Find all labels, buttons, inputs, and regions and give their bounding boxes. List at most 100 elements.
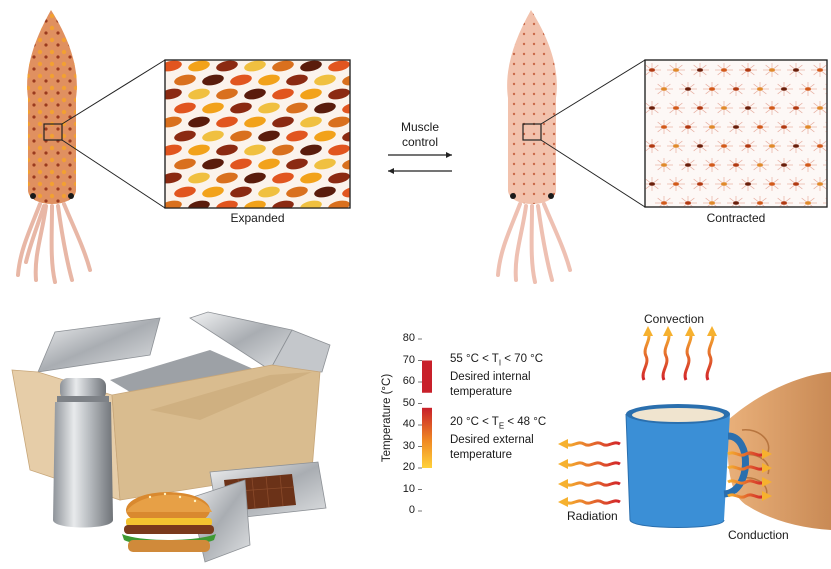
chromatophore-expanded [216, 144, 238, 156]
external-range-text: 20 °C < T [450, 416, 499, 428]
chromatophore-contracted [691, 177, 709, 191]
chromatophore-contracted [751, 82, 769, 96]
chromatophore-expanded [258, 158, 280, 170]
chromatophore-expanded [244, 116, 266, 128]
chromatophore-expanded [202, 130, 224, 142]
chromatophore-expanded [258, 130, 280, 142]
chromatophore-contracted [715, 63, 733, 77]
chromatophore-contracted [811, 177, 827, 191]
chromatophore-expanded [174, 186, 196, 198]
chromatophore-contracted [703, 196, 721, 207]
chromatophore-contracted [763, 101, 781, 115]
chromatophore-expanded [272, 116, 294, 128]
chromatophore-expanded [328, 172, 350, 184]
chromatophore-expanded [188, 172, 210, 184]
chromatophore-expanded [230, 186, 252, 198]
chromatophore-contracted [703, 158, 721, 172]
chromatophore-contracted [703, 82, 721, 96]
chromatophore-contracted [679, 158, 697, 172]
chromatophore-expanded [342, 102, 350, 114]
chromatophore-expanded [244, 60, 266, 72]
chromatophore-contracted [763, 139, 781, 153]
chromatophore-expanded [314, 130, 336, 142]
chromatophore-expanded [328, 116, 350, 128]
chromatophore-expanded [202, 74, 224, 86]
conduction-arrows [727, 449, 772, 501]
chromatophore-expanded [342, 186, 350, 198]
internal-range-tail: < 70 °C [501, 353, 544, 365]
chromatophore-expanded [174, 130, 196, 142]
contracted-label: Contracted [706, 211, 766, 225]
chromatophore-expanded [188, 60, 210, 72]
chromatophore-contracted [739, 139, 757, 153]
expanded-chromatophore-inset [164, 59, 351, 209]
chromatophore-expanded [286, 102, 308, 114]
chromatophore-expanded [300, 88, 322, 100]
chromatophore-expanded [188, 88, 210, 100]
chromatophore-contracted [763, 63, 781, 77]
temperature-axis-label: Temperature (°C) [381, 373, 393, 463]
chromatophore-expanded [258, 74, 280, 86]
chromatophore-contracted [667, 63, 685, 77]
chromatophore-contracted [739, 177, 757, 191]
chromatophore-expanded [342, 74, 350, 86]
convection-arrows [641, 326, 717, 381]
muscle-control-arrows [388, 152, 452, 174]
chromatophore-expanded [272, 88, 294, 100]
chromatophore-contracted [679, 120, 697, 134]
chromatophore-expanded [286, 74, 308, 86]
chromatophore-expanded [230, 130, 252, 142]
chromatophore-contracted [739, 101, 757, 115]
chromatophore-expanded [188, 116, 210, 128]
squid-contracted-illustration [496, 10, 572, 284]
chromatophore-contracted [691, 63, 709, 77]
chromatophore-contracted [751, 158, 769, 172]
internal-desc-line2: temperature [450, 386, 513, 399]
chromatophore-contracted [667, 177, 685, 191]
chromatophore-contracted [645, 63, 661, 77]
chromatophore-contracted [727, 158, 745, 172]
chromatophore-expanded [300, 172, 322, 184]
temperature-tick-label: 60 [402, 375, 415, 387]
chromatophore-contracted [727, 196, 745, 207]
chromatophore-contracted [645, 139, 661, 153]
chromatophore-expanded [244, 88, 266, 100]
chromatophore-contracted [655, 82, 673, 96]
chromatophore-expanded [230, 74, 252, 86]
chromatophore-contracted [799, 158, 817, 172]
muscle-control-line1: Muscle [400, 120, 439, 134]
chromatophore-expanded [244, 200, 266, 208]
chromatophore-contracted [715, 101, 733, 115]
chromatophore-expanded [300, 200, 322, 208]
temperature-tick-label: 10 [402, 482, 415, 495]
temperature-tick-label: 80 [402, 332, 415, 344]
chromatophore-expanded [314, 186, 336, 198]
chromatophore-contracted [775, 158, 793, 172]
chromatophore-contracted [763, 177, 781, 191]
chromatophore-contracted [703, 120, 721, 134]
chromatophore-expanded [342, 130, 350, 142]
chromatophore-expanded [314, 158, 336, 170]
chromatophore-expanded [202, 186, 224, 198]
external-desc-line2: temperature [450, 449, 513, 462]
chromatophore-expanded [314, 102, 336, 114]
chromatophore-expanded [188, 200, 210, 208]
chromatophore-expanded [328, 60, 350, 72]
squid-expanded-illustration [16, 10, 92, 284]
chromatophore-contracted [739, 63, 757, 77]
convection-label: Convection [644, 312, 705, 326]
chromatophore-contracted [645, 101, 661, 115]
chromatophore-expanded [328, 200, 350, 208]
chromatophore-expanded [272, 172, 294, 184]
chromatophore-expanded [272, 144, 294, 156]
chromatophore-expanded [286, 158, 308, 170]
external-range-bar [422, 407, 432, 468]
chromatophore-contracted [811, 63, 827, 77]
chromatophore-expanded [286, 186, 308, 198]
chromatophore-expanded [230, 102, 252, 114]
chromatophore-contracted [799, 196, 817, 207]
chromatophore-contracted [787, 139, 805, 153]
external-range-tail: < 48 °C [504, 416, 547, 428]
chromatophore-expanded [300, 144, 322, 156]
